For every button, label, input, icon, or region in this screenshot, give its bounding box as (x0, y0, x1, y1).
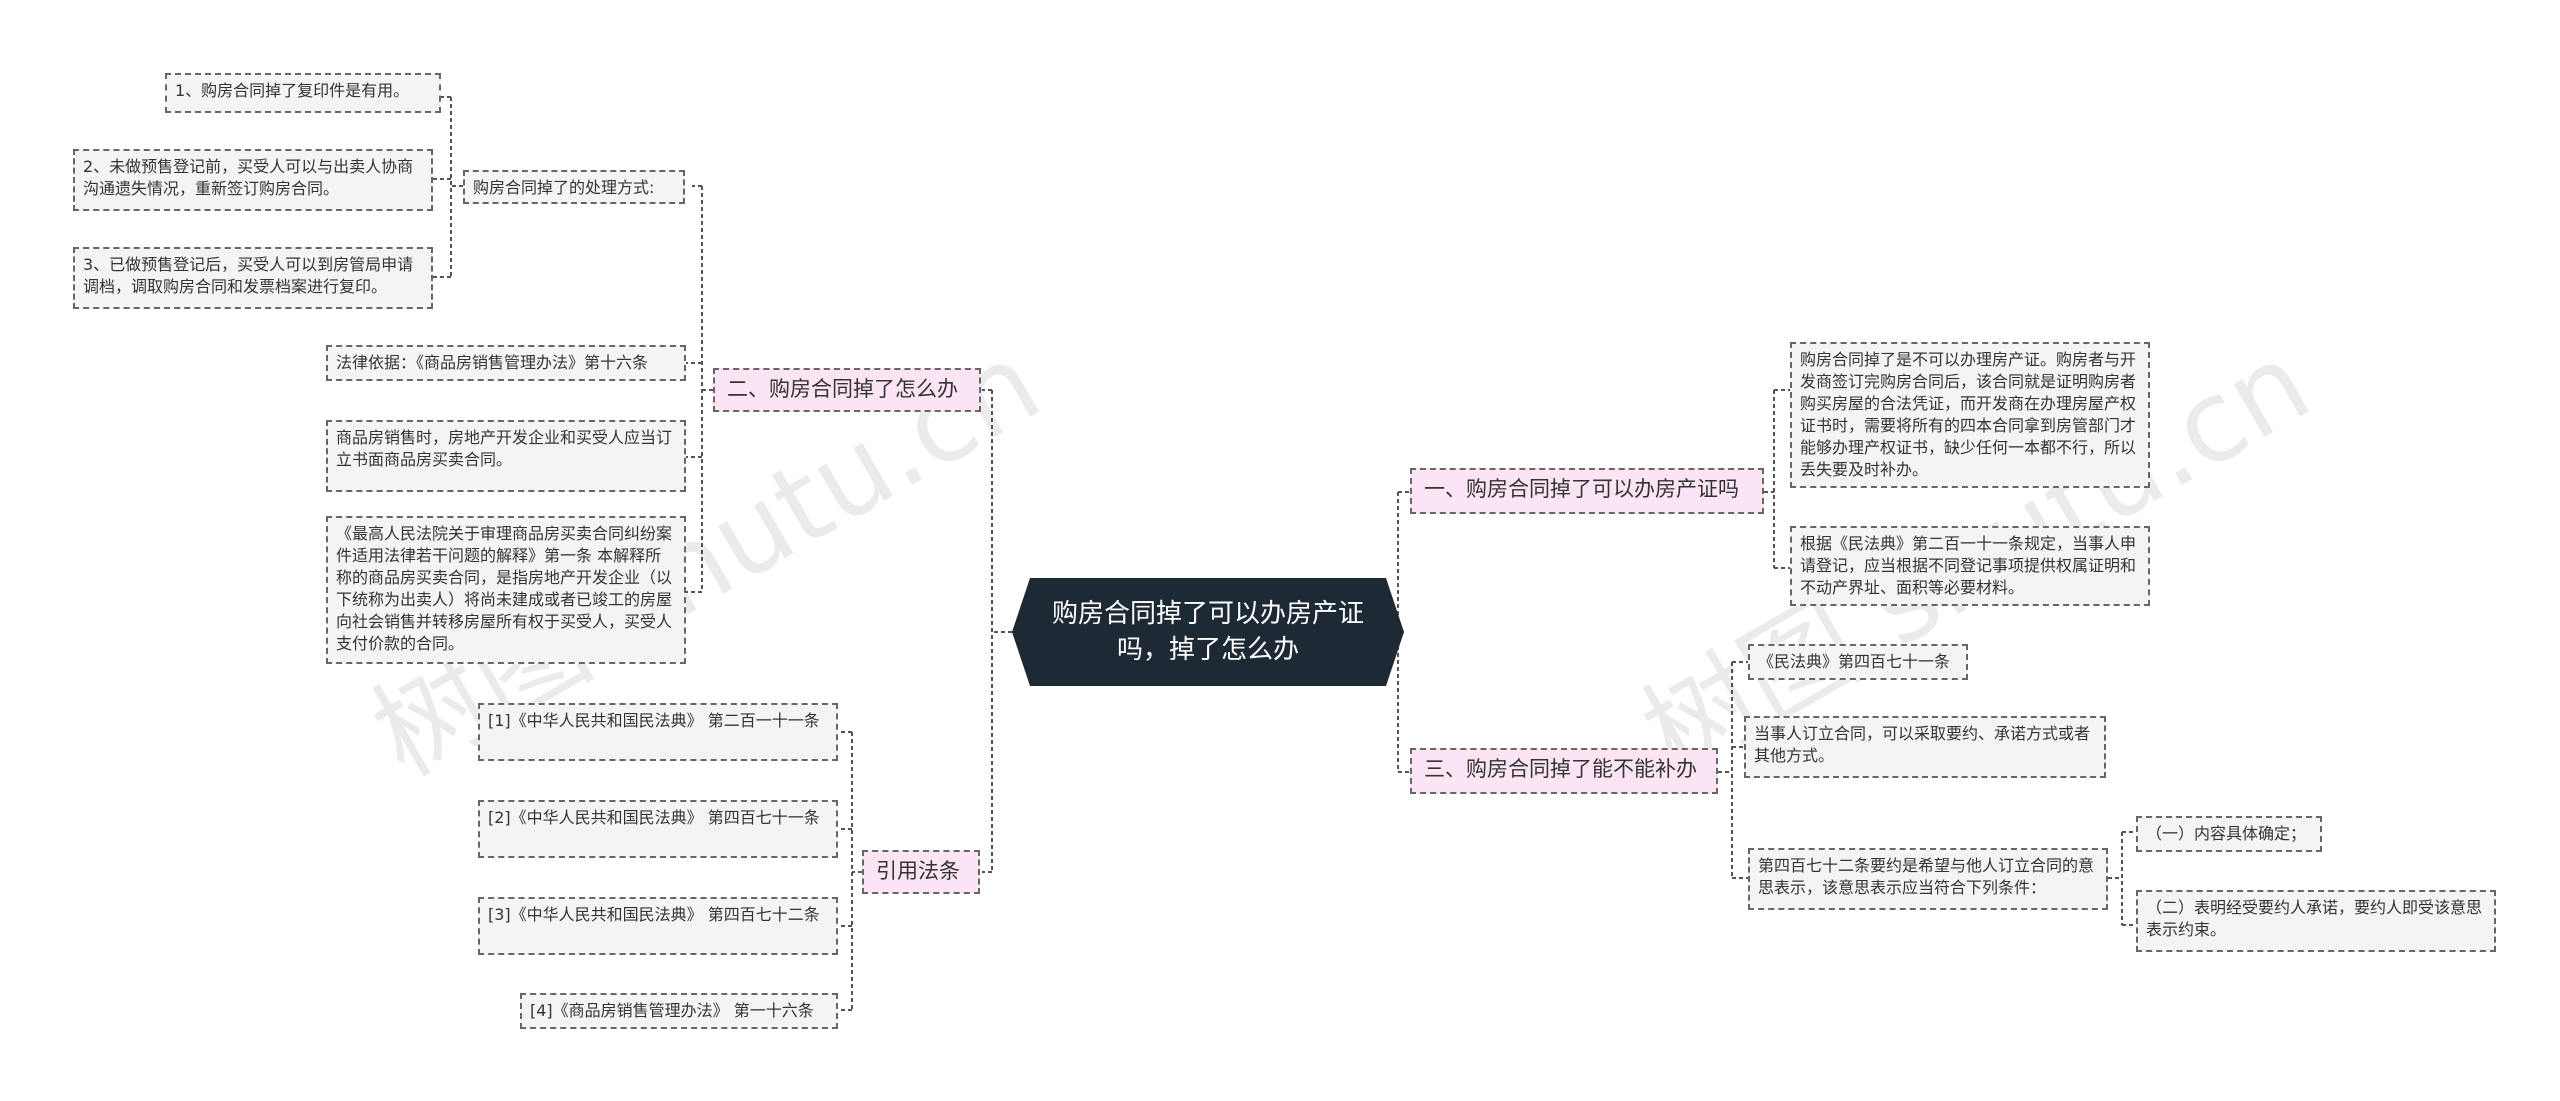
legal-basis-node[interactable]: 法律依据：《商品房销售管理办法》第十六条 (326, 345, 686, 381)
handling-methods-node[interactable]: 购房合同掉了的处理方式: (463, 170, 685, 204)
condition-1-node[interactable]: （一）内容具体确定； (2136, 816, 2322, 852)
handling-item-1[interactable]: 1、购房合同掉了复印件是有用。 (165, 73, 441, 113)
handling-item-3[interactable]: 3、已做预售登记后，买受人可以到房管局申请调档，调取购房合同和发票档案进行复印。 (73, 247, 433, 309)
cited-law-1[interactable]: [1]《中华人民共和国民法典》 第二百一十一条 (478, 703, 838, 761)
civil-code-211-node[interactable]: 根据《民法典》第二百一十一条规定，当事人申请登记，应当根据不同登记事项提供权属证… (1790, 526, 2150, 606)
contract-methods-node[interactable]: 当事人订立合同，可以采取要约、承诺方式或者其他方式。 (1744, 716, 2106, 778)
civil-code-471-node[interactable]: 《民法典》第四百七十一条 (1748, 644, 1968, 680)
branch-how-to-handle[interactable]: 二、购房合同掉了怎么办 (713, 368, 981, 412)
cited-law-4[interactable]: [4]《商品房销售管理办法》 第一十六条 (520, 993, 838, 1029)
handling-item-2[interactable]: 2、未做预售登记前，买受人可以与出卖人协商沟通遗失情况，重新签订购房合同。 (73, 149, 433, 211)
root-topic-label: 购房合同掉了可以办房产证吗，掉了怎么办 (1051, 599, 1364, 665)
branch-reissue[interactable]: 三、购房合同掉了能不能补办 (1410, 748, 1718, 794)
cited-law-3[interactable]: [3]《中华人民共和国民法典》 第四百七十二条 (478, 897, 838, 955)
branch-property-certificate[interactable]: 一、购房合同掉了可以办房产证吗 (1410, 468, 1764, 514)
judicial-interpretation-node[interactable]: 《最高人民法院关于审理商品房买卖合同纠纷案件适用法律若干问题的解释》第一条 本解… (326, 516, 686, 664)
offer-definition-node[interactable]: 第四百七十二条要约是希望与他人订立合同的意思表示，该意思表示应当符合下列条件： (1748, 848, 2108, 910)
condition-2-node[interactable]: （二）表明经受要约人承诺，要约人即受该意思表示约束。 (2136, 890, 2496, 952)
root-topic[interactable]: 购房合同掉了可以办房产证吗，掉了怎么办 (1012, 578, 1404, 686)
branch-cited-laws[interactable]: 引用法条 (862, 850, 980, 894)
certificate-explanation-node[interactable]: 购房合同掉了是不可以办理房产证。购房者与开发商签订完购房合同后，该合同就是证明购… (1790, 342, 2150, 488)
cited-law-2[interactable]: [2]《中华人民共和国民法典》 第四百七十一条 (478, 800, 838, 858)
sales-contract-node[interactable]: 商品房销售时，房地产开发企业和买受人应当订立书面商品房买卖合同。 (326, 420, 686, 492)
